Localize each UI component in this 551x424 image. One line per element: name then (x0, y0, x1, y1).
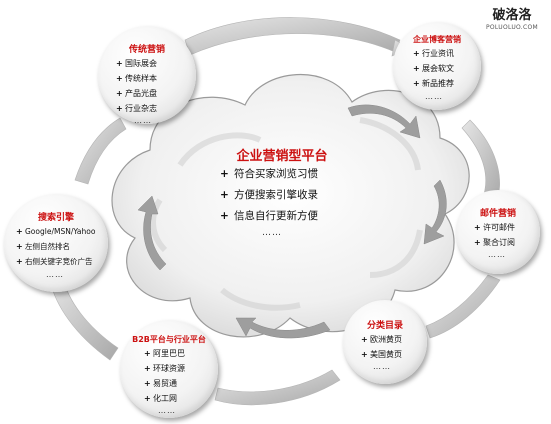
list-item: +方便搜索引擎收录 (220, 189, 318, 201)
list-item: +展会软文 (413, 64, 454, 73)
list-item: +国际展会 (116, 59, 157, 68)
node-traditional-more: …… (134, 116, 152, 125)
node-b2b: B2B平台与行业平台 +阿里巴巴 +环球资源 +易贸通 +化工网 …… (120, 320, 218, 418)
list-item: +符合买家浏览习惯 (220, 168, 318, 180)
list-item: +许可邮件 (474, 223, 515, 232)
list-item: +欧洲黄页 (361, 335, 402, 344)
brand-watermark: 破洛洛 POLUOLUO.COM (478, 8, 546, 32)
node-directory-title: 分类目录 (366, 321, 403, 331)
node-directory-list: +欧洲黄页 +美国黄页 (361, 332, 402, 362)
list-item: +阿里巴巴 (144, 349, 185, 358)
node-email-list: +许可邮件 +聚合订阅 (474, 220, 515, 250)
node-traditional: 传统营销 +国际展会 +传统样本 +产品光盘 +行业杂志 …… (98, 26, 196, 125)
node-blog-more: …… (425, 92, 443, 101)
brand-name-en: POLUOLUO.COM (485, 24, 538, 31)
node-blog-title: 企业博客营销 (413, 35, 461, 44)
node-email: 邮件营销 +许可邮件 +聚合订阅 …… (456, 190, 540, 274)
node-search-title: 搜索引擎 (37, 213, 74, 223)
list-item: +行业资讯 (413, 49, 454, 58)
node-email-more: …… (488, 250, 506, 259)
node-traditional-list: +国际展会 +传统样本 +产品光盘 +行业杂志 (116, 56, 157, 116)
node-blog: 企业博客营销 +行业资讯 +展会软文 +新品推荐 …… (393, 22, 481, 110)
list-item: +新品推荐 (413, 79, 454, 88)
node-b2b-title: B2B平台与行业平台 (132, 335, 206, 344)
node-search: 搜索引擎 +Google/MSN/Yahoo +左侧自然排名 +右侧关键字竞价广… (4, 194, 108, 292)
list-item: +产品光盘 (116, 89, 157, 98)
node-b2b-more: …… (158, 406, 176, 415)
node-search-more: …… (46, 270, 64, 279)
list-item: +聚合订阅 (474, 238, 515, 247)
node-directory: 分类目录 +欧洲黄页 +美国黄页 …… (343, 300, 427, 384)
node-traditional-title: 传统营销 (128, 45, 165, 55)
list-item: +环球资源 (144, 364, 185, 373)
node-email-title: 邮件营销 (479, 209, 516, 219)
list-item: +信息自行更新方便 (220, 210, 318, 222)
node-b2b-list: +阿里巴巴 +环球资源 +易贸通 +化工网 (144, 346, 185, 406)
list-item: +易贸通 (144, 379, 177, 388)
cloud-shading (150, 117, 423, 311)
center-list: +符合买家浏览习惯 +方便搜索引擎收录 +信息自行更新方便 (220, 164, 318, 227)
list-item: +右侧关键字竞价广告 (16, 257, 93, 266)
node-blog-list: +行业资讯 +展会软文 +新品推荐 (413, 46, 454, 91)
node-search-list: +Google/MSN/Yahoo +左侧自然排名 +右侧关键字竞价广告 (16, 224, 95, 269)
list-item: +传统样本 (116, 74, 157, 83)
list-item: +左侧自然排名 (16, 242, 70, 251)
inner-arrows (137, 104, 447, 339)
node-directory-more: …… (373, 362, 391, 371)
center-more: …… (262, 228, 282, 238)
list-item: +化工网 (144, 394, 177, 403)
list-item: +Google/MSN/Yahoo (16, 227, 96, 236)
center-title: 企业营销型平台 (236, 149, 328, 164)
brand-name-cn: 破洛洛 (492, 8, 532, 23)
arrow-sweeps (49, 17, 501, 406)
list-item: +美国黄页 (361, 350, 402, 359)
list-item: +行业杂志 (116, 104, 157, 113)
